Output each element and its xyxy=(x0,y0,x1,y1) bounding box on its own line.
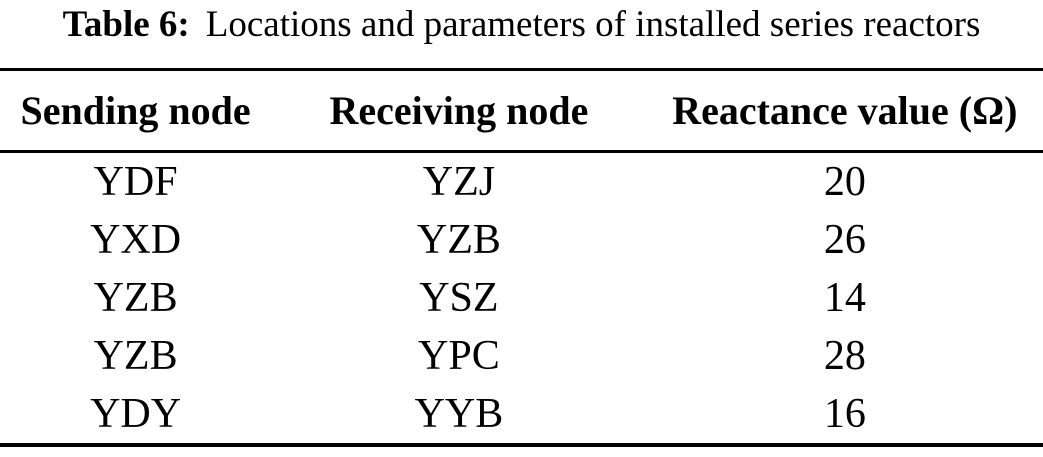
cell-receiving-node: YYB xyxy=(414,391,504,437)
column-header-sending-node: Sending node xyxy=(0,69,272,153)
cell-reactance-value: 20 xyxy=(823,159,866,205)
table-caption-text: Locations and parameters of installed se… xyxy=(205,4,981,45)
table-row: YDF YZJ 20 xyxy=(0,152,1043,212)
cell-sending-node: YDY xyxy=(90,391,182,437)
cell-sending-node: YXD xyxy=(90,217,182,263)
column-header-reactance-value: Reactance value (Ω) xyxy=(646,69,1043,153)
cell-reactance-value: 26 xyxy=(823,217,866,263)
cell-reactance-value: 28 xyxy=(823,333,866,379)
cell-reactance-value: 16 xyxy=(823,391,866,437)
table-row: YDY YYB 16 xyxy=(0,385,1043,445)
table-caption-label: Table 6: xyxy=(62,4,190,45)
table-caption: Table 6: Locations and parameters of inst… xyxy=(0,0,1043,68)
cell-sending-node: YZB xyxy=(93,275,178,321)
series-reactors-table: Sending node Receiving node Reactance va… xyxy=(0,68,1043,447)
cell-receiving-node: YZJ xyxy=(422,159,496,205)
table-row: YZB YPC 28 xyxy=(0,327,1043,385)
cell-sending-node: YZB xyxy=(93,333,178,379)
table-row: YZB YSZ 14 xyxy=(0,269,1043,327)
cell-receiving-node: YPC xyxy=(418,333,500,379)
column-header-receiving-node: Receiving node xyxy=(271,69,647,153)
table-row: YXD YZB 26 xyxy=(0,211,1043,269)
cell-receiving-node: YSZ xyxy=(419,275,499,321)
cell-sending-node: YDF xyxy=(93,159,178,205)
cell-reactance-value: 14 xyxy=(823,275,866,321)
header-row: Sending node Receiving node Reactance va… xyxy=(0,69,1043,153)
cell-receiving-node: YZB xyxy=(416,217,501,263)
